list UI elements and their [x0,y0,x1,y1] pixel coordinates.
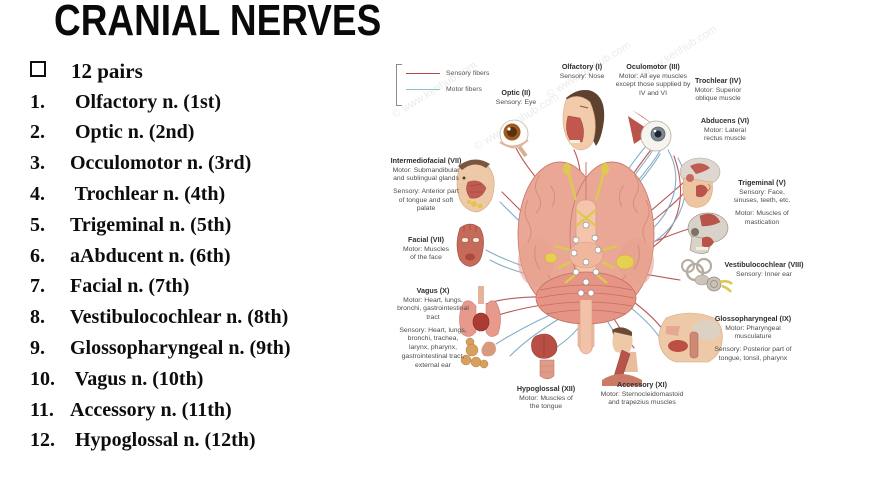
pharynx-head-organ [658,312,723,363]
list-item: 2. Optic n. (2nd) [30,121,195,144]
label-trochlear: Trochlear (IV) Motor: Superior oblique m… [694,76,742,103]
inner-ear-organ [681,257,733,293]
nerve-number-markers [570,221,602,297]
tongue-organ [531,333,558,380]
label-intermediofacial: Intermediofacial (VII) Motor: Submandibu… [390,156,462,213]
square-bullet-icon [30,61,46,78]
label-trigeminal: Trigeminal (V) Sensory: Face, sinuses, t… [733,178,791,226]
neck-muscles-organ [602,327,642,386]
list-item: 11.Accessory n. (11th) [30,398,232,421]
label-vestibulocochlear: Vestibulocochlear (VIII) Sensory: Inner … [724,260,804,278]
motor-legend-label: Motor fibers [446,86,482,93]
list-item: 9.Glossopharyngeal n. (9th) [30,337,291,360]
label-olfactory: Olfactory (I) Sensory: Nose [559,62,605,80]
sensory-legend-label: Sensory fibers [446,70,490,77]
list-item: 4. Trochlear n. (4th) [30,183,226,206]
nose-face-organ [562,90,605,151]
cranial-nerve-list: 12 pairs 1. Olfactory n. (1st) 2. Optic … [30,56,390,456]
cranial-nerves-diagram: © www.kenhub.com © www.kenhub.com © www.… [390,23,880,480]
label-facial: Facial (VII) Motor: Muscles of the face [402,235,450,262]
legend-motor-row: Motor fibers [406,86,482,93]
sensory-line-swatch [406,73,440,74]
label-accessory: Accessory (XI) Motor: Sternocleidomastoi… [600,380,684,407]
pairs-label: 12 pairs [71,58,143,83]
legend: Sensory fibers Motor fibers [396,64,496,106]
list-item: 10. Vagus n. (10th) [30,367,204,390]
list-item: 1. Olfactory n. (1st) [30,90,222,113]
motor-line-swatch [406,89,440,90]
face-muscles-organ [456,223,484,267]
eye-organ [499,119,529,158]
label-glossopharyngeal: Glossopharyngeal (IX) Motor: Pharyngeal … [714,314,792,362]
label-oculomotor: Oculomotor (III) Motor: All eye muscles … [615,62,691,98]
nerve-roots [554,171,618,284]
list-item: 7.Facial n. (7th) [30,275,190,298]
list-item: 5.Trigeminal n. (5th) [30,213,232,236]
list-item: 8.Vestibulocochlear n. (8th) [30,306,289,329]
lateral-head-organ [679,157,721,208]
list-item: 6.aAbducent n. (6th) [30,244,231,267]
list-item: 3.Occulomotor n. (3rd) [30,152,252,175]
skull-mastication-organ [687,212,729,254]
brain-inferior-view [517,161,655,355]
page-title: CRANIAL NERVES [54,0,382,45]
face-glands-organ [456,159,495,213]
eye-muscles-organ [628,110,672,152]
legend-sensory-row: Sensory fibers [406,70,489,77]
label-optic: Optic (II) Sensory: Eye [495,88,537,106]
list-item: 12. Hypoglossal n. (12th) [30,429,256,452]
list-item-pairs: 12 pairs [30,56,390,87]
label-hypoglossal: Hypoglossal (XII) Motor: Muscles of the … [516,384,576,411]
legend-bracket [396,64,402,106]
viscera-organ [459,286,501,369]
label-abducens: Abducens (VI) Motor: Lateral rectus musc… [700,116,750,143]
label-vagus: Vagus (X) Motor: Heart, lungs, bronchi, … [397,286,469,369]
anatomy-illustration [456,90,733,386]
